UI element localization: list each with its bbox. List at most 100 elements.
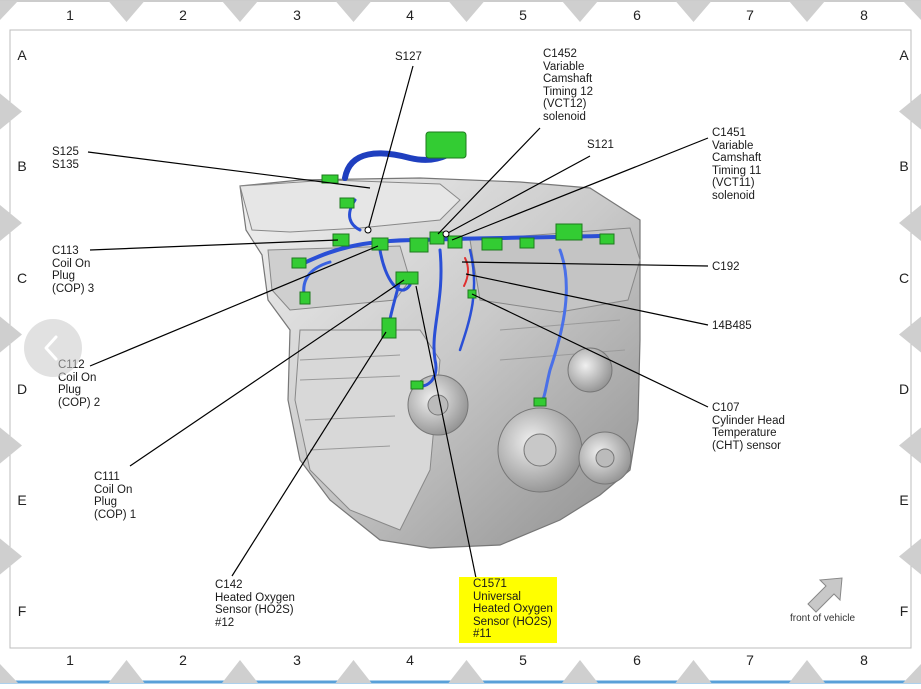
- frame-marker-bottom-right: [903, 664, 921, 683]
- connector-c112: [371, 237, 389, 251]
- label-s121: S121: [587, 139, 614, 151]
- front-of-vehicle-label: front of vehicle: [790, 613, 856, 624]
- frame-marker-bottom-5: [675, 660, 712, 683]
- frame-marker-right-0: [899, 93, 921, 130]
- grid-column-top-3: 3: [293, 7, 301, 23]
- leader-s125: [87, 151, 371, 189]
- grid-column-top-6: 6: [633, 7, 641, 23]
- leader-14b485: [465, 273, 709, 326]
- frame-marker-top-6: [789, 1, 825, 22]
- connector-c111: [395, 271, 419, 285]
- leader-c107: [471, 293, 709, 408]
- frame-marker-top-5: [675, 1, 712, 22]
- accessory-pulley-hub: [595, 448, 615, 468]
- grid-column-top-4: 4: [406, 7, 414, 23]
- frame-marker-bottom-6: [789, 660, 825, 683]
- cylinder-head-right: [469, 227, 641, 313]
- connector-d: [519, 237, 535, 249]
- label-c142: C142 Heated Oxygen Sensor (HO2S) #12: [215, 579, 295, 629]
- grid-row-right-F: F: [899, 603, 909, 619]
- frame-marker-left-4: [0, 538, 22, 575]
- leader-c113: [89, 239, 339, 251]
- leader-c192: [461, 261, 709, 267]
- frame-marker-bottom-4: [562, 660, 598, 683]
- label-c1571-highlighted: C1571 Universal Heated Oxygen Sensor (HO…: [459, 577, 557, 643]
- frame-marker-top-1: [222, 1, 258, 22]
- label-c1452: C1452 Variable Camshaft Timing 12 (VCT12…: [543, 48, 594, 123]
- leader-c1451: [451, 137, 709, 241]
- frame-marker-right-3: [899, 427, 921, 464]
- grid-column-bottom-7: 7: [746, 652, 754, 668]
- leader-c1452: [437, 127, 541, 235]
- leader-endpoints: [364, 226, 450, 238]
- grid-column-bottom-1: 1: [66, 652, 74, 668]
- label-c1451: C1451 Variable Camshaft Timing 11 (VCT11…: [712, 127, 762, 202]
- connector-vct12: [429, 231, 445, 245]
- frame-marker-top-3: [448, 1, 485, 22]
- chevron-left-icon: [44, 335, 58, 361]
- idler-pulley: [567, 347, 613, 393]
- leader-s121: [445, 155, 591, 235]
- grid-column-bottom-8: 8: [860, 652, 868, 668]
- frame-marker-bottom-3: [448, 660, 485, 683]
- grid-column-top-5: 5: [519, 7, 527, 23]
- leader-c112: [89, 245, 379, 367]
- arrow-up-right-icon: [807, 577, 843, 613]
- leader-lines: [87, 65, 709, 579]
- frame-marker-top-4: [562, 1, 598, 22]
- grid-row-left-C: C: [16, 270, 28, 286]
- connector-g: [291, 257, 307, 269]
- leader-end-s121: [442, 230, 450, 238]
- grid-column-bottom-5: 5: [519, 652, 527, 668]
- frame-marker-left-1: [0, 205, 22, 241]
- grid-row-right-E: E: [899, 492, 909, 508]
- connectors: [291, 131, 615, 407]
- connector-c: [481, 237, 503, 251]
- previous-image-button[interactable]: [24, 319, 82, 377]
- frame-marker-bottom-2: [335, 660, 372, 683]
- frame-marker-bottom-1: [222, 660, 258, 683]
- frame-marker-left-0: [0, 93, 22, 130]
- frame-marker-right-1: [899, 205, 921, 241]
- frame-marker-right-2: [899, 316, 921, 353]
- label-s125-s135: S125 S135: [52, 146, 79, 171]
- leader-c142: [231, 331, 387, 577]
- grid-row-right-D: D: [898, 381, 910, 397]
- connector-h: [299, 291, 311, 305]
- grid-column-bottom-3: 3: [293, 652, 301, 668]
- frame-marker-top-2: [335, 1, 372, 22]
- label-c113: C113 Coil On Plug (COP) 3: [52, 245, 95, 295]
- label-14b485: 14B485: [712, 320, 752, 332]
- leader-end-s127: [364, 226, 372, 234]
- grid-row-left-F: F: [17, 603, 27, 619]
- connector-c1571: [410, 380, 424, 390]
- frame-marker-top-0: [108, 1, 145, 22]
- leader-c1571: [415, 285, 477, 579]
- frame-marker-right-4: [899, 538, 921, 575]
- grid-column-top-1: 1: [66, 7, 74, 23]
- frame-marker-top-left: [0, 1, 18, 20]
- grid-row-left-D: D: [16, 381, 28, 397]
- grid-column-bottom-2: 2: [179, 652, 187, 668]
- connector-e: [555, 223, 583, 241]
- leader-s127: [367, 65, 414, 231]
- grid-row-left-B: B: [17, 158, 27, 174]
- grid-row-right-A: A: [899, 47, 909, 63]
- frame-marker-left-2: [0, 316, 22, 353]
- label-s127: S127: [395, 51, 422, 63]
- label-c192: C192: [712, 261, 740, 273]
- grid-column-bottom-6: 6: [633, 652, 641, 668]
- pulley-left-hub: [427, 394, 449, 416]
- grid-column-top-2: 2: [179, 7, 187, 23]
- grid-column-top-7: 7: [746, 7, 754, 23]
- connector-a: [339, 197, 355, 209]
- frame-marker-left-3: [0, 427, 22, 464]
- crank-pulley-hub: [523, 433, 557, 467]
- connector-top: [425, 131, 467, 159]
- grid-row-left-E: E: [17, 492, 27, 508]
- label-c107: C107 Cylinder Head Temperature (CHT) sen…: [712, 402, 785, 452]
- engine-illustration: [239, 177, 641, 549]
